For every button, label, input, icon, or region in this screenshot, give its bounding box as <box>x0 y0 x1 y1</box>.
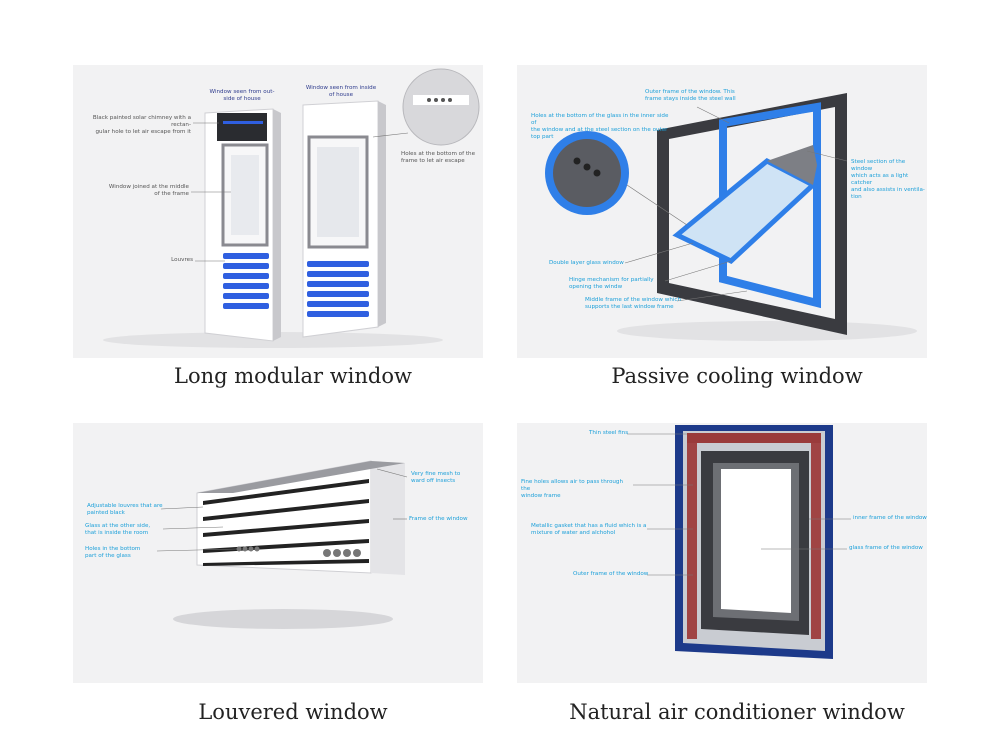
label-steel-section-2: which acts as a light catcher <box>851 173 909 186</box>
louvres <box>203 479 369 566</box>
bottom-holes <box>236 546 361 557</box>
label-frame-holes: Holes at the bottom of the <box>401 151 476 157</box>
louvres-right <box>307 261 369 317</box>
label-outer-frame: Outer frame of the window <box>573 571 649 577</box>
panel-long-modular-window: Window seen from out- side of house Wind… <box>73 65 483 358</box>
label-glass-holes-3: top part <box>531 134 554 140</box>
label-fine-holes: Fine holes allows air to pass through th… <box>521 479 624 492</box>
label-adjustable-louvres-2: painted black <box>87 510 125 516</box>
panel-natural-air-conditioner-window: Thin steel fins Fine holes allows air to… <box>517 423 927 683</box>
label-fine-holes-2: window frame <box>521 493 561 499</box>
glass-frame <box>721 469 791 613</box>
louvres-left <box>223 253 269 309</box>
label-steel-fins: Thin steel fins <box>589 430 629 436</box>
label-middle-frame-2: supports the last window frame <box>585 304 674 310</box>
label-outer-frame: Outer frame of the window. This <box>645 89 735 95</box>
label-steel-section: Steel section of the window <box>851 159 906 172</box>
label-steel-section-4: tion <box>851 194 862 200</box>
label-solar-chimney: Black painted solar chimney with a recta… <box>92 115 191 128</box>
label-middle-frame: Middle frame of the window which <box>585 297 682 303</box>
label-outside-view: Window seen from out- <box>209 89 275 95</box>
label-glass-holes-2: the window and at the steel section on t… <box>531 127 668 133</box>
label-steel-section-3: and also assists in ventila- <box>851 187 925 193</box>
label-glass-frame: glass frame of the window <box>849 545 923 551</box>
label-louvres: Louvres <box>171 257 193 263</box>
caption-passive-cooling-window: Passive cooling window <box>611 364 863 388</box>
natural-air-conditioner-illustration <box>627 425 851 659</box>
louvered-window-illustration <box>156 460 408 629</box>
label-inside-view: Window seen from inside <box>305 85 377 91</box>
label-glass-other-side-2: that is inside the room <box>85 530 149 536</box>
label-hinge: Hinge mechanism for partially <box>569 277 654 283</box>
label-outer-frame-2: frame stays inside the steel wall <box>645 96 736 102</box>
label-frame-holes-2: frame to let air escape <box>401 158 465 164</box>
label-double-glass: Double layer glass window <box>549 260 624 266</box>
label-window-frame: Frame of the window <box>409 516 468 522</box>
label-hinge-2: opening the windw <box>569 284 623 290</box>
solar-chimney <box>217 113 267 141</box>
label-bottom-holes-2: part of the glass <box>85 553 131 559</box>
label-solar-chimney-2: gular hole to let air escape from it <box>95 129 192 135</box>
label-metallic-gasket: Metallic gasket that has a fluid which i… <box>531 523 647 529</box>
label-inside-view-2: of house <box>328 92 354 98</box>
label-glass-other-side: Glass at the other side, <box>85 523 151 529</box>
label-bottom-holes: Holes in the bottom <box>85 546 141 552</box>
label-glass-holes: Holes at the bottom of the glass in the … <box>531 113 669 126</box>
caption-long-modular-window: Long modular window <box>174 364 412 388</box>
label-outside-view-2: side of house <box>223 96 261 102</box>
panel-louvered-window: Adjustable louvres that are painted blac… <box>73 423 483 683</box>
panel-passive-cooling-window: Outer frame of the window. This frame st… <box>517 65 927 358</box>
label-fine-mesh: Very fine mesh to <box>411 471 461 477</box>
caption-louvered-window: Louvered window <box>198 700 388 724</box>
steel-fins <box>687 433 821 639</box>
label-metallic-gasket-2: mixture of water and alchohol <box>531 530 616 536</box>
label-window-joined: Window joined at the middle <box>108 184 189 190</box>
label-adjustable-louvres: Adjustable louvres that are <box>87 503 163 509</box>
label-window-joined-2: of the frame <box>154 191 189 197</box>
long-modular-window-illustration <box>103 68 480 348</box>
passive-cooling-window-illustration <box>545 93 917 341</box>
caption-natural-air-conditioner-window: Natural air conditioner window <box>569 700 905 724</box>
label-fine-mesh-2: ward off insects <box>411 478 456 484</box>
label-inner-frame: inner frame of the window <box>853 515 927 521</box>
detail-magnifier <box>402 68 480 146</box>
